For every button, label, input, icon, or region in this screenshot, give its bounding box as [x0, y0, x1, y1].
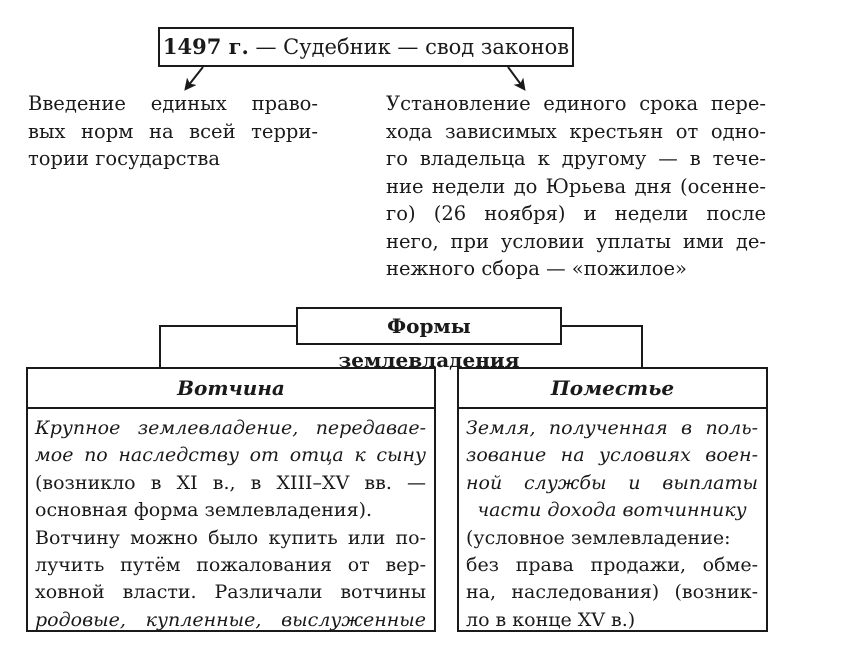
left-branch-text: Введение единых право- вых норм на всей …: [28, 90, 318, 173]
votchina-box: Вотчина Крупное землевладение, передавае…: [26, 367, 436, 632]
votchina-line: Вотчину можно было купить или по-: [35, 526, 426, 549]
pomestye-line: без права продажи, обме-: [466, 554, 758, 577]
right-branch-line: хода зависимых крестьян от одно-: [386, 119, 766, 143]
sudebnik-year: 1497 г.: [162, 34, 249, 59]
votchina-body: Крупное землевладение, передавае- мое по…: [28, 409, 434, 634]
left-branch-line: вых норм на всей терри-: [28, 119, 318, 143]
pomestye-line: на, наследования) (возник-: [466, 581, 758, 604]
pomestye-box: Поместье Земля, полученная в поль- зован…: [457, 367, 768, 632]
votchina-line: основная форма землевладения).: [35, 499, 373, 522]
votchina-line: лучить путём пожалования от вер-: [35, 554, 426, 577]
right-branch-line: него, при условии уплаты ими де-: [386, 229, 766, 253]
pomestye-line: ло в конце XV в.): [466, 608, 636, 631]
pomestye-line: зование на условиях воен-: [466, 444, 758, 467]
pomestye-line: части дохода вотчиннику: [477, 499, 747, 522]
right-branch-line: Установление единого срока пере-: [386, 92, 766, 115]
right-branch-line: го) (26 ноября) и недели после: [386, 202, 766, 225]
votchina-title: Вотчина: [28, 369, 434, 409]
connector-to-pomestye: [562, 325, 643, 367]
arrow-to-left-branch: [184, 66, 204, 91]
right-branch-line: нежного сбора — «пожилое»: [386, 257, 687, 280]
right-branch-line: ние недели до Юрьева дня (осенне-: [386, 174, 766, 198]
right-branch-line: го владельца к другому — в тече-: [386, 147, 766, 170]
arrow-to-right-branch: [507, 66, 526, 91]
pomestye-line: Земля, полученная в поль-: [466, 417, 758, 439]
votchina-line: мое по наследству от отца к сыну: [35, 444, 426, 467]
right-branch-text: Установление единого срока пере- хода за…: [386, 90, 766, 283]
sudebnik-title-box: 1497 г. — Судебник — свод законов: [158, 27, 574, 67]
votchina-line: родовые, купленные, выслуженные: [35, 608, 426, 631]
pomestye-line: ной службы и выплаты: [466, 471, 758, 494]
votchina-line: (возникло в XI в., в XIII–XV вв. —: [35, 471, 426, 494]
votchina-line: ховной власти. Различали вотчины: [35, 581, 426, 604]
pomestye-title: Поместье: [459, 369, 766, 409]
left-branch-line: Введение единых право-: [28, 92, 318, 115]
land-forms-title-box: Формы землевладения: [296, 307, 562, 372]
pomestye-body: Земля, полученная в поль- зование на усл…: [459, 409, 766, 634]
votchina-line: Крупное землевладение, передавае-: [35, 417, 426, 439]
left-branch-line: тории государства: [28, 147, 220, 170]
sudebnik-title: — Судебник — свод законов: [248, 35, 570, 59]
pomestye-line: (условное землевладение:: [466, 526, 731, 549]
connector-to-votchina: [159, 325, 296, 367]
land-forms-title: Формы землевладения: [338, 314, 520, 372]
